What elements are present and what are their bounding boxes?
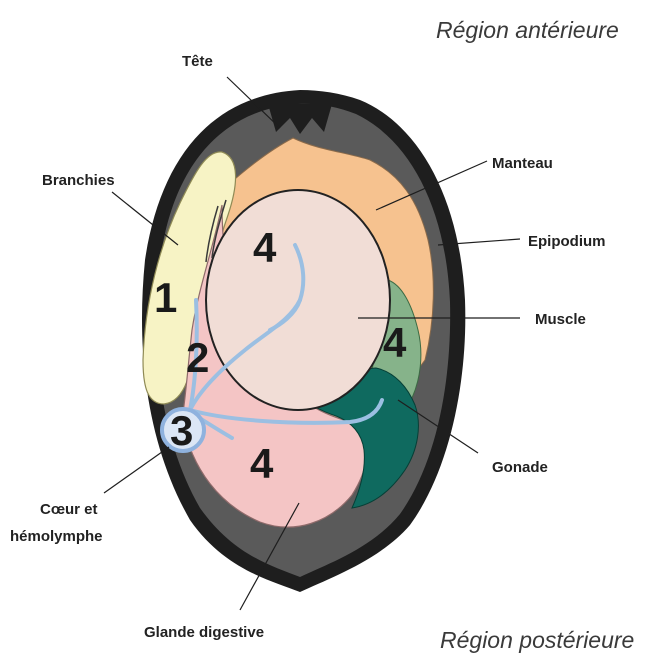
- head-notch: [268, 104, 332, 134]
- zone-number-muscle: 4: [253, 224, 277, 271]
- zone-number-branchies: 1: [154, 274, 177, 321]
- label-coeur-line2: hémolymphe: [10, 528, 103, 545]
- label-muscle: Muscle: [535, 311, 586, 328]
- label-tete: Tête: [182, 53, 213, 70]
- region-posterior-label: Région postérieure: [440, 627, 634, 653]
- region-anterior-label: Région antérieure: [436, 17, 619, 43]
- zone-number-digestive: 4: [250, 440, 274, 487]
- zone-number-heart: 3: [170, 407, 193, 454]
- zone-number-pink: 2: [186, 334, 209, 381]
- zone-number-gonade: 4: [383, 319, 407, 366]
- label-gonade: Gonade: [492, 459, 548, 476]
- label-manteau: Manteau: [492, 155, 553, 172]
- label-branchies: Branchies: [42, 172, 115, 189]
- label-coeur-line1: Cœur et: [40, 501, 98, 518]
- label-glande: Glande digestive: [144, 624, 264, 641]
- label-epipodium: Epipodium: [528, 233, 606, 250]
